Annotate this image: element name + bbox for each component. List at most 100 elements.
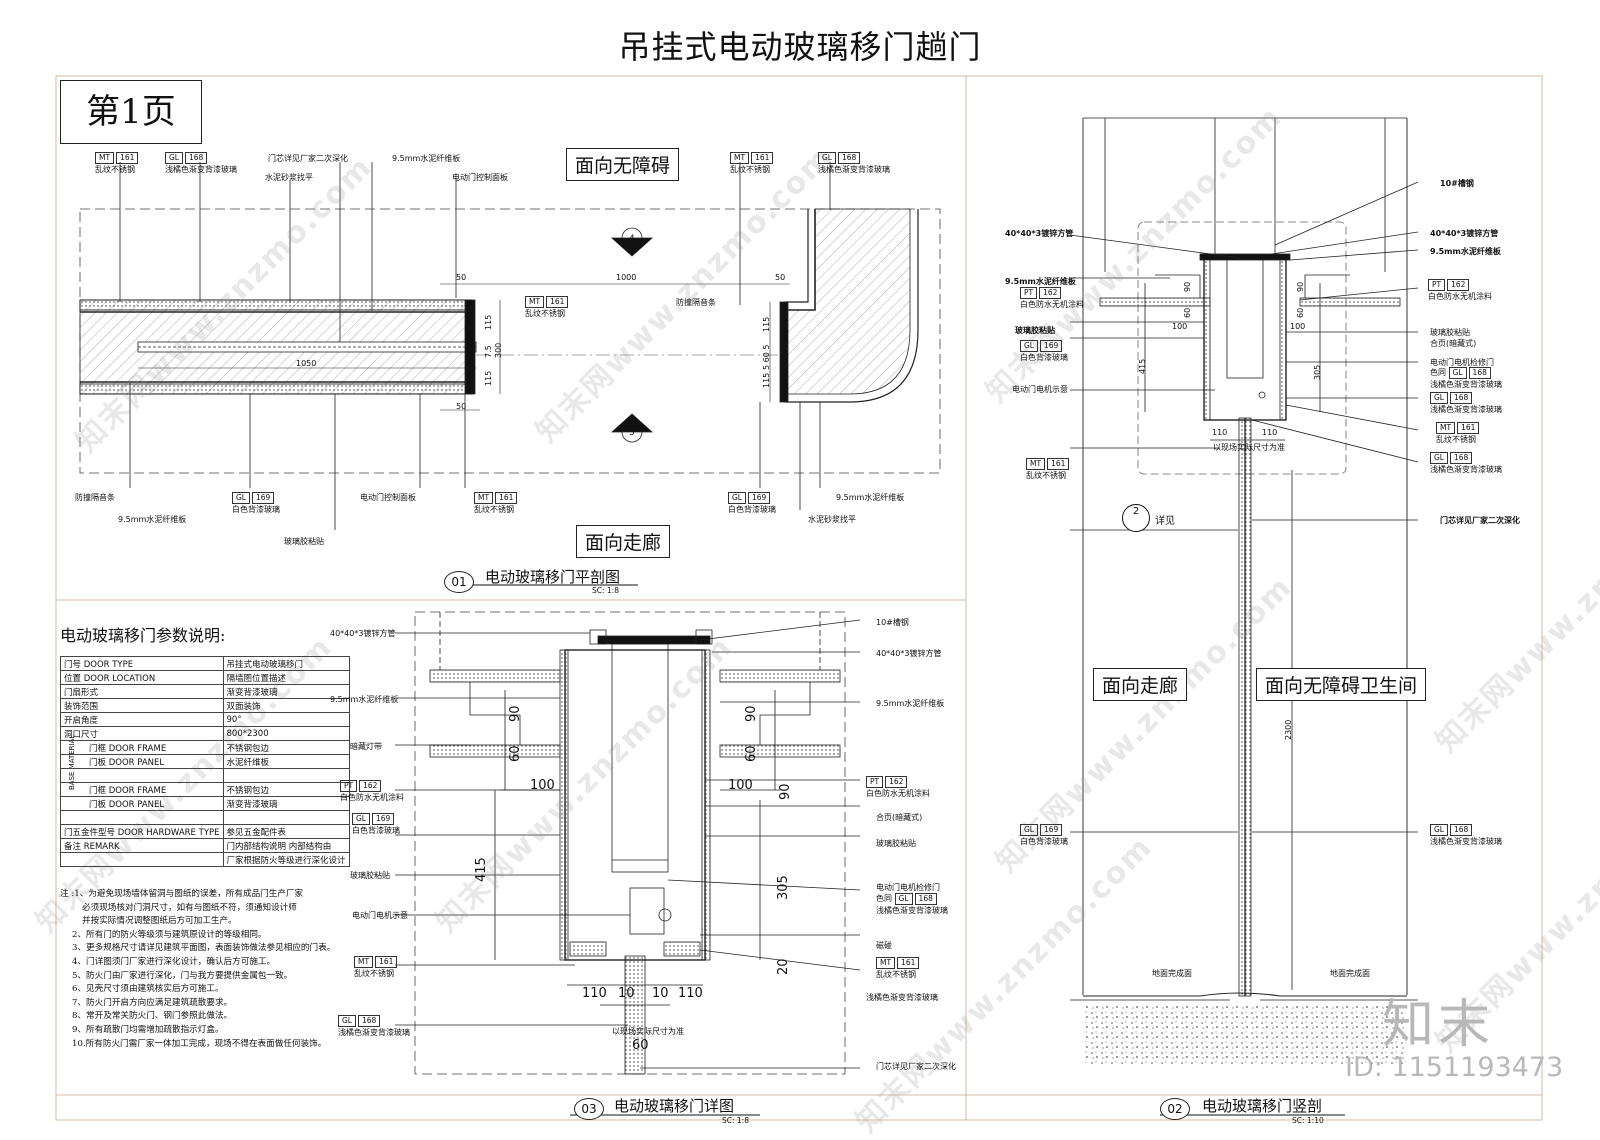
detail-caption-title: 电动玻璃移门详图 [614, 1097, 735, 1115]
plan-caption-title: 电动玻璃移门平剖图 [485, 568, 621, 586]
section-dim-110a: 110 [1212, 428, 1228, 437]
plan-top-note-4: 水泥砂浆找平 [265, 173, 313, 182]
detail-right-note-3: 9.5mm水泥纤维板 [876, 699, 945, 708]
plan-bottom-note-9: 9.5mm水泥纤维板 [836, 493, 905, 502]
plan-face-bottom: 面向走廊 [576, 525, 671, 558]
detail-drawing [395, 611, 861, 1075]
section-left-note-1: 40*40*3镀锌方管 [1005, 229, 1074, 238]
sheet-frames [55, 75, 1543, 1121]
note-line: 2、所有门的防火等级须与建筑原设计的等级相同。 [72, 929, 267, 940]
section-detail-mark: 2 [1122, 504, 1150, 532]
general-notes: 注 :1、为避免现场墙体留洞与图纸的误差，所有成品门生产厂家 必须现场核对门洞尺… [60, 888, 335, 1051]
detail-dim-305: 305 [776, 875, 791, 900]
table-row: 门扇形式渐变背漆玻璃 [60, 684, 350, 699]
plan-dim-1050: 1050 [296, 359, 317, 368]
section-dim-b90: 90 [1296, 281, 1305, 292]
section-dim-a100: 100 [1172, 322, 1188, 331]
section-right-note-5: 玻璃胶粘贴 [1430, 328, 1470, 337]
plan-caption-scale: SC: 1:8 [592, 586, 619, 595]
section-floor-left: 地面完成面 [1152, 969, 1192, 978]
section-right-note-7: 电动门电机检修门 [1430, 358, 1494, 367]
detail-right-note-9: 浅橘色渐变背漆玻璃 [876, 906, 948, 915]
plan-mark-up: 4 [629, 234, 635, 244]
detail-dim-ref: 以现场实际尺寸为准 [612, 1027, 684, 1036]
plan-dim-r115a: 115 [762, 316, 771, 332]
detail-left-note-7: 电动门电机示意 [352, 911, 408, 920]
vertical-section [1069, 117, 1419, 1065]
section-dim-415: 415 [1138, 358, 1147, 374]
plan-bottom-note-1: 防撞隔音条 [75, 493, 115, 502]
plan-dim-50c: 50 [456, 402, 467, 411]
section-dim-305: 305 [1313, 364, 1322, 380]
plan-dim-75: 7.5 [484, 345, 493, 358]
note-line: 10.所有防火门需厂家一体加工完成，现场不得在表面做任何装饰。 [72, 1038, 327, 1049]
table-row: 装饰范围双面装饰 [60, 698, 350, 713]
sheet-title: 吊挂式电动玻璃移门趟门 [618, 28, 982, 66]
note-line: 7、防火门开启方向应满足建筑疏散要求。 [72, 997, 233, 1008]
section-caption-num: 02 [1160, 1098, 1190, 1120]
plan-dim-1000: 1000 [616, 273, 637, 282]
section-floor-right: 地面完成面 [1330, 969, 1370, 978]
detail-right-note-6: 玻璃胶粘贴 [876, 839, 916, 848]
section-left-note-6: 电动门电机示意 [1012, 385, 1068, 394]
detail-left-note-1: 40*40*3镀锌方管 [330, 629, 396, 638]
section-left-note-4: 玻璃胶粘贴 [1015, 326, 1055, 335]
section-right-note-1: 10#槽钢 [1440, 179, 1474, 188]
section-dim-a60: 60 [1183, 307, 1192, 318]
section-dim-110b: 110 [1262, 428, 1278, 437]
plan-mid-note-2: 防撞隔音条 [676, 298, 716, 307]
detail-dim-b60: 60 [744, 745, 759, 762]
note-line: 注 :1、为避免现场墙体留洞与图纸的误差，所有成品门生产厂家 [60, 889, 304, 899]
note-line: 9、所有疏散门均需增加疏散指示灯盒。 [72, 1024, 224, 1035]
plan-face-top: 面向无障碍 [566, 148, 680, 181]
note-line: 3、更多规格尺寸请详见建筑平面图，表面装饰做法参见相应的门表。 [72, 943, 336, 954]
plan-top-note-3: 门芯详见厂家二次深化 [268, 154, 348, 163]
plan-dim-115a: 115 [484, 314, 493, 330]
plan-top-note-5: 9.5mm水泥纤维板 [392, 154, 461, 163]
table-row [60, 768, 350, 783]
plan-bottom-note-5: 电动门控制面板 [360, 493, 416, 502]
detail-caption-num: 03 [574, 1098, 604, 1120]
note-line: 必须现场核对门洞尺寸，如有与图纸不符，须通知设计师 [82, 902, 297, 913]
plan-dim-50b: 50 [775, 273, 786, 282]
note-line: 5、防火门由厂家进行深化，门与我方要提供金属包一致。 [72, 970, 293, 981]
detail-dim-10b: 10 [652, 986, 669, 1001]
plan-bottom-note-4: 玻璃胶粘贴 [284, 537, 324, 546]
section-right-note-6: 合页(暗藏式) [1430, 339, 1477, 348]
section-right-note-9: 浅橘色渐变背漆玻璃 [1430, 380, 1502, 389]
detail-dim-b100: 100 [728, 778, 753, 793]
detail-dim-415: 415 [474, 857, 489, 882]
detail-right-note-13: 门芯详见厂家二次深化 [876, 1062, 956, 1071]
plan-dim-r115b: 115 [762, 372, 771, 388]
detail-left-note-2: 9.5mm水泥纤维板 [330, 695, 399, 704]
params-title: 电动玻璃移门参数说明: [60, 626, 226, 645]
section-left-note-2: 9.5mm水泥纤维板 [1005, 277, 1076, 286]
section-detail-text: 详见 [1155, 516, 1175, 527]
section-dim-b100: 100 [1290, 322, 1306, 331]
brand-id: ID: 1151193473 [1345, 1052, 1564, 1083]
table-row [60, 810, 350, 825]
section-caption-scale: SC: 1:10 [1292, 1116, 1324, 1125]
